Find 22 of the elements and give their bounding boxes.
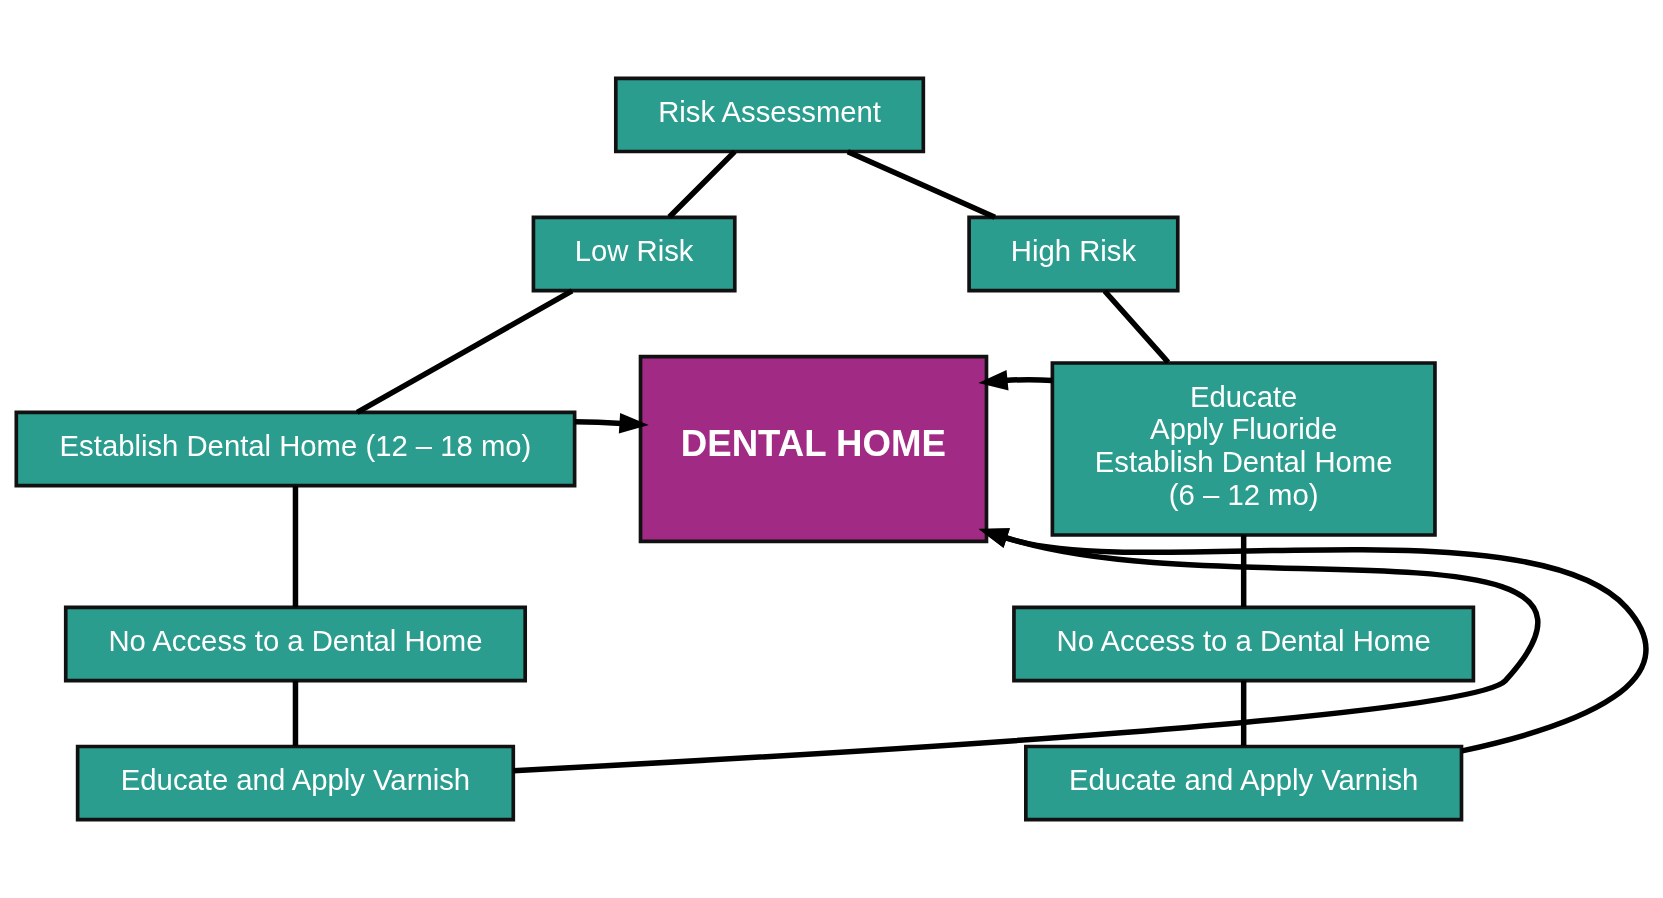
node-box: Low Risk — [531, 215, 737, 293]
arrow — [574, 413, 649, 434]
connector — [355, 288, 574, 415]
node-box: Educate and Apply Varnish — [75, 744, 516, 822]
arrow — [978, 370, 1053, 391]
connector — [1240, 680, 1247, 746]
connector — [846, 149, 997, 220]
connector — [1102, 289, 1171, 365]
node-box: High Risk — [967, 215, 1180, 293]
arrow — [978, 528, 1649, 754]
connector — [292, 485, 299, 608]
node-box: Risk Assessment — [613, 76, 926, 154]
node-box: Establish Dental Home (12 – 18 mo) — [14, 410, 577, 488]
node-box: Educate Apply Fluoride Establish Dental Home (6 – 12 mo) — [1050, 361, 1437, 537]
connector — [667, 149, 737, 219]
connector — [1240, 535, 1247, 607]
node-box: DENTAL HOME — [638, 354, 989, 544]
connector — [292, 680, 299, 746]
node-box: No Access to a Dental Home — [63, 605, 528, 683]
arrow — [513, 528, 1538, 774]
node-box: No Access to a Dental Home — [1012, 605, 1476, 683]
node-box: Educate and Apply Varnish — [1024, 744, 1464, 822]
